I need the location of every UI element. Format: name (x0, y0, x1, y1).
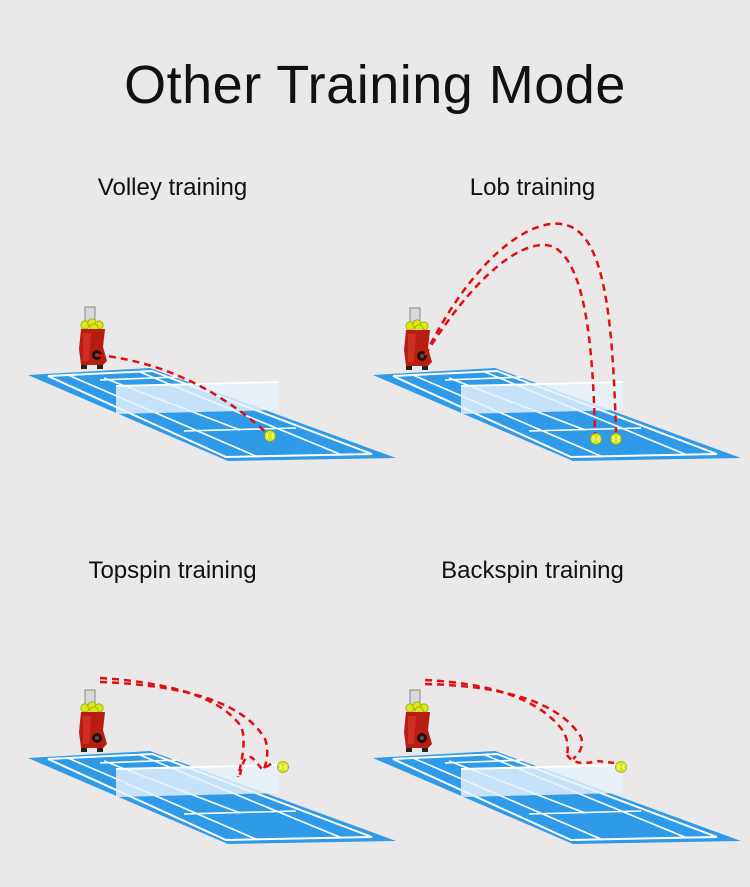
backspin-illustration (372, 678, 742, 845)
tennis-court (27, 750, 397, 845)
mode-label: Lob training (469, 174, 596, 201)
volley-illustration (27, 306, 397, 462)
page-title: Other Training Mode (124, 55, 626, 115)
mode-panel-lob: Lob training (345, 174, 742, 504)
trajectory-path (99, 676, 245, 778)
mode-label: Backspin training (441, 557, 624, 584)
tennis-ball-icon (264, 430, 276, 442)
ball-machine-icon (403, 689, 433, 753)
mode-panel-volley: Volley training (0, 174, 397, 504)
trajectory-path (99, 680, 269, 770)
tennis-ball-icon (610, 433, 622, 445)
ball-machine-icon (78, 689, 108, 753)
mode-panel-backspin: Backspin training (345, 557, 742, 887)
mode-label: Volley training (97, 174, 248, 201)
lob-illustration (372, 222, 742, 462)
ball-machine-icon (78, 306, 108, 370)
trajectory-path (423, 243, 597, 435)
ball-machine-icon (403, 307, 433, 371)
tennis-ball-icon (277, 761, 289, 773)
topspin-illustration (27, 676, 397, 845)
trajectory-path (424, 678, 569, 756)
trajectory-path (424, 682, 584, 760)
tennis-court (372, 750, 742, 845)
tennis-court (27, 367, 397, 462)
tennis-ball-icon (590, 433, 602, 445)
mode-panel-topspin: Topspin training (0, 557, 397, 887)
mode-label: Topspin training (88, 557, 257, 584)
tennis-ball-icon (615, 761, 627, 773)
tennis-court (372, 367, 742, 462)
bounce-path (565, 754, 616, 765)
